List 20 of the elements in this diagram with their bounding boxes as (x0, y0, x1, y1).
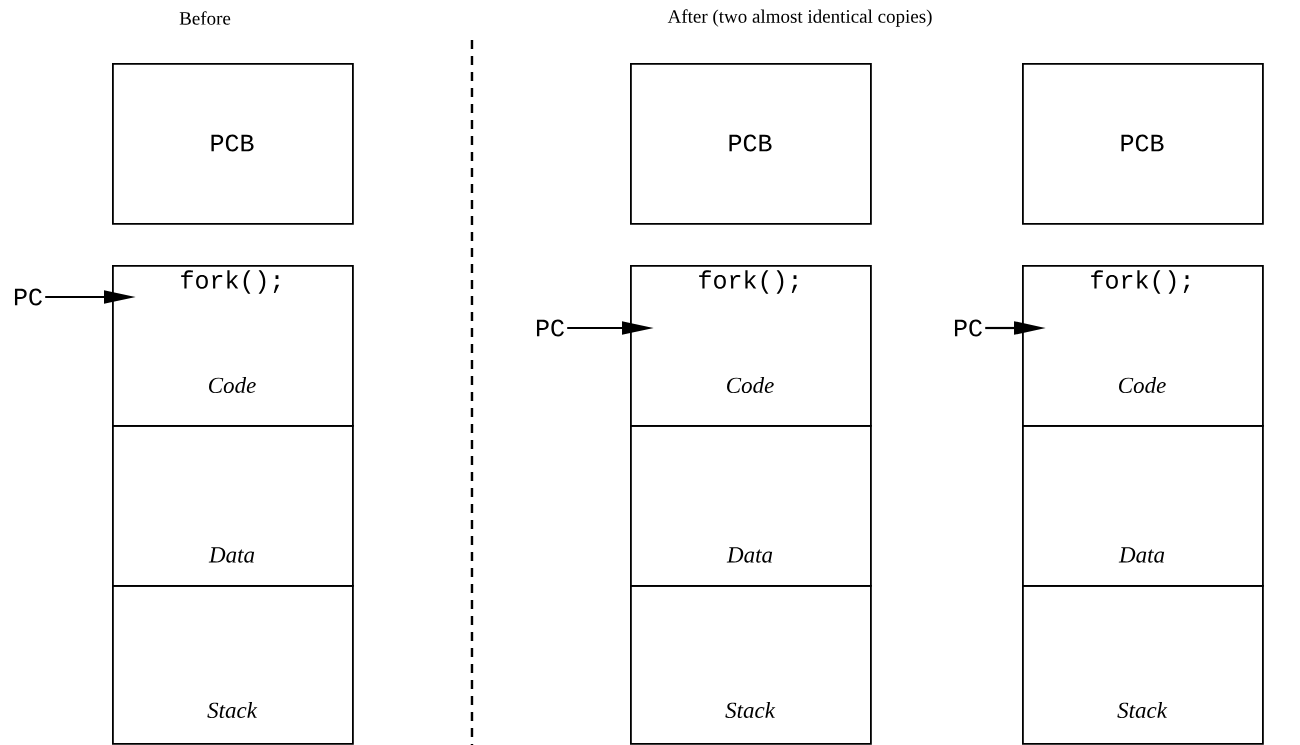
heading: Before (179, 11, 231, 25)
pc-label: PC (955, 319, 982, 337)
code-line: fork(); (181, 270, 280, 294)
segment-label: Stack (725, 701, 776, 719)
segment-label: Data (208, 547, 255, 563)
segment-label: Data (726, 547, 773, 563)
heading: After (two almost identical copies) (667, 9, 932, 27)
code-line: fork(); (1091, 270, 1190, 294)
segment-label: Code (1119, 376, 1166, 394)
pcb-label: PCB (1121, 134, 1164, 152)
segment-label: Stack (207, 701, 258, 719)
segment-label: Code (209, 376, 256, 394)
segment-label: Stack (1117, 701, 1168, 719)
code-line: fork(); (699, 270, 798, 294)
pcb-label: PCB (729, 134, 772, 152)
segment-label: Code (727, 376, 774, 394)
pc-label: PC (15, 288, 42, 306)
segment-label: Data (1118, 547, 1165, 563)
pcb-label: PCB (211, 134, 254, 152)
pc-label: PC (537, 319, 564, 337)
